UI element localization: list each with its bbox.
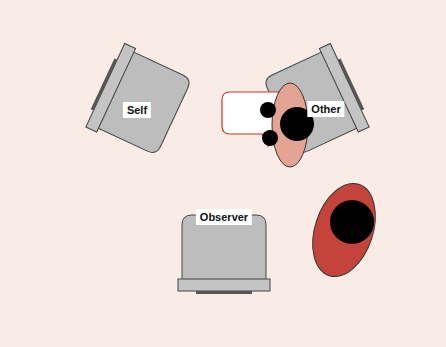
chair-back-edge xyxy=(196,291,252,294)
chair-label: Other xyxy=(307,101,344,117)
chair-back xyxy=(319,44,369,132)
chair-shape xyxy=(91,59,183,141)
chair-label: Self xyxy=(123,102,151,118)
chair-back xyxy=(178,279,270,291)
chair-label: Observer xyxy=(196,209,252,225)
chair-back xyxy=(86,44,136,132)
chair-node: Self xyxy=(91,59,183,141)
chair-node: Other xyxy=(272,59,364,141)
chair-shape xyxy=(272,59,364,141)
chair-shape xyxy=(178,215,270,297)
standing-person xyxy=(302,175,387,284)
chair-node: Observer xyxy=(178,215,270,297)
chair-back-edge xyxy=(91,59,117,111)
